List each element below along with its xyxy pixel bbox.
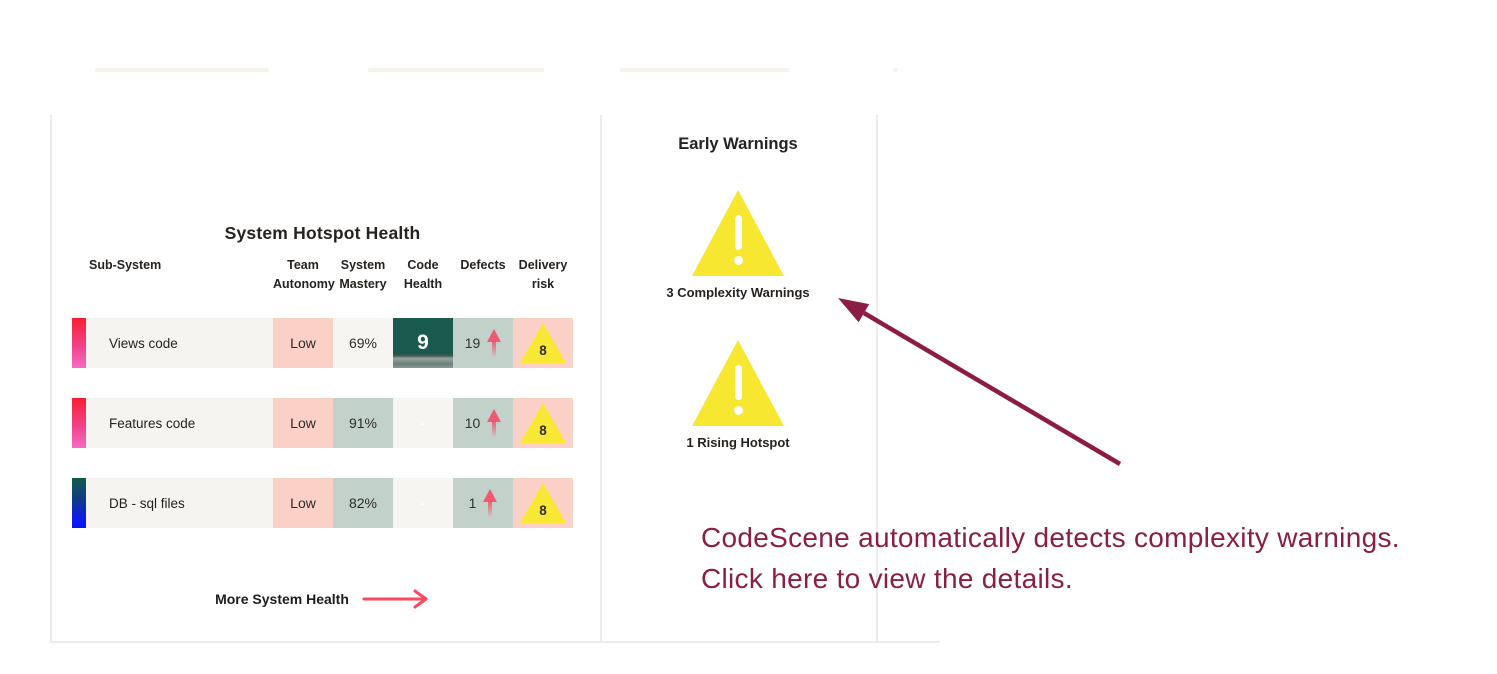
system-mastery-cell: 91% bbox=[333, 398, 393, 448]
card-top-strip bbox=[620, 68, 790, 72]
warning-triangle-icon: 8 bbox=[520, 403, 566, 443]
exclamation-dot-icon bbox=[733, 406, 743, 415]
complexity-warnings-item[interactable]: 3 Complexity Warnings bbox=[600, 190, 876, 300]
card-border-left bbox=[50, 115, 52, 641]
card-title: System Hotspot Health bbox=[224, 222, 421, 243]
card-top-strip bbox=[893, 68, 898, 72]
card-border-bottom bbox=[50, 641, 940, 643]
table-row[interactable]: DB - sql files Low 82% - 1 8 bbox=[72, 478, 573, 528]
defects-cell: 10 bbox=[453, 398, 513, 448]
code-health-score: 9 bbox=[393, 318, 453, 368]
risk-score: 8 bbox=[539, 423, 547, 438]
subsystem-color-bar bbox=[72, 478, 86, 528]
card-top-strip bbox=[368, 68, 544, 72]
early-warnings-title: Early Warnings bbox=[678, 134, 798, 153]
code-health-score: - bbox=[393, 478, 453, 528]
warning-triangle-icon bbox=[692, 190, 784, 276]
team-autonomy-cell: Low bbox=[273, 478, 333, 528]
subsystem-color-bar bbox=[72, 398, 86, 448]
annotation-text: CodeScene automatically detects complexi… bbox=[701, 517, 1400, 599]
warning-label: 3 Complexity Warnings bbox=[666, 285, 810, 300]
defects-count: 1 bbox=[468, 495, 477, 511]
defects-cell: 19 bbox=[453, 318, 513, 368]
table-row[interactable]: Features code Low 91% - 10 8 bbox=[72, 398, 573, 448]
rising-hotspot-item[interactable]: 1 Rising Hotspot bbox=[600, 340, 876, 450]
table-row[interactable]: Views code Low 69% 9 19 8 bbox=[72, 318, 573, 368]
more-system-health-label: More System Health bbox=[215, 591, 349, 607]
column-header-team-autonomy: Team Autonomy bbox=[273, 258, 335, 291]
defects-count: 10 bbox=[464, 415, 481, 431]
defects-count: 19 bbox=[464, 335, 481, 351]
table-header: Sub-System Team Autonomy System Mastery … bbox=[72, 256, 573, 293]
team-autonomy-cell: Low bbox=[273, 398, 333, 448]
more-system-health-link[interactable]: More System Health bbox=[72, 589, 573, 609]
delivery-risk-cell: 8 bbox=[513, 478, 573, 528]
column-header-system-mastery: System Mastery bbox=[339, 258, 387, 291]
subsystem-name: Views code bbox=[86, 318, 273, 368]
column-header-subsystem: Sub-System bbox=[89, 258, 162, 272]
subsystem-name: DB - sql files bbox=[86, 478, 273, 528]
team-autonomy-cell: Low bbox=[273, 318, 333, 368]
annotation-line-1: CodeScene automatically detects complexi… bbox=[701, 522, 1400, 553]
warning-label: 1 Rising Hotspot bbox=[686, 435, 790, 450]
arrow-right-icon bbox=[362, 589, 428, 609]
annotation-line-2: Click here to view the details. bbox=[701, 563, 1073, 594]
subsystem-name: Features code bbox=[86, 398, 273, 448]
warning-triangle-icon: 8 bbox=[520, 323, 566, 363]
trend-up-icon bbox=[487, 327, 502, 359]
column-header-defects: Defects bbox=[460, 258, 506, 272]
early-warnings-card: Early Warnings 3 Complexity Warnings 1 R… bbox=[600, 115, 876, 641]
delivery-risk-cell: 8 bbox=[513, 398, 573, 448]
defects-cell: 1 bbox=[453, 478, 513, 528]
trend-up-icon bbox=[487, 407, 502, 439]
card-divider bbox=[600, 115, 602, 641]
delivery-risk-cell: 8 bbox=[513, 318, 573, 368]
column-header-code-health: Code Health bbox=[403, 258, 443, 291]
risk-score: 8 bbox=[539, 343, 547, 358]
warning-triangle-icon: 8 bbox=[520, 483, 566, 523]
risk-score: 8 bbox=[539, 503, 547, 518]
warning-triangle-icon bbox=[692, 340, 784, 426]
exclamation-icon bbox=[734, 215, 742, 250]
code-health-score: - bbox=[393, 398, 453, 448]
column-header-delivery-risk: Delivery risk bbox=[518, 258, 568, 291]
system-mastery-cell: 69% bbox=[333, 318, 393, 368]
trend-up-icon bbox=[483, 487, 498, 519]
exclamation-dot-icon bbox=[733, 256, 743, 265]
system-mastery-cell: 82% bbox=[333, 478, 393, 528]
card-top-strip bbox=[95, 68, 269, 72]
exclamation-icon bbox=[734, 365, 742, 400]
subsystem-color-bar bbox=[72, 318, 86, 368]
